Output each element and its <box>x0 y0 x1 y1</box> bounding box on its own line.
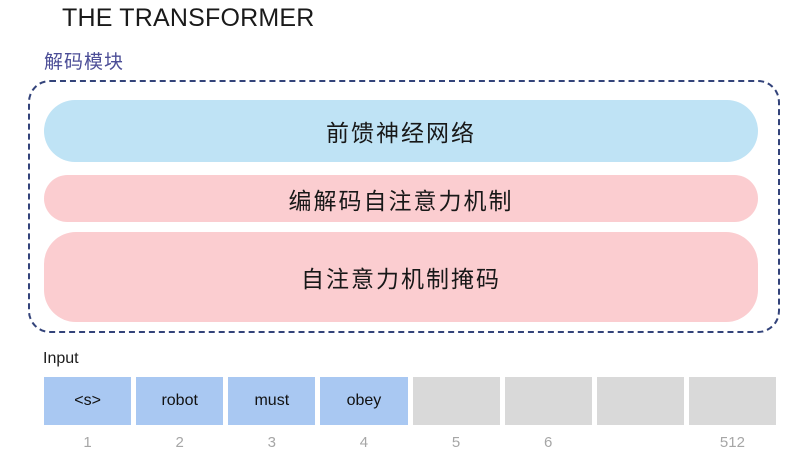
sublayer-feed-forward-neural-network: 前馈神经网络 <box>44 100 758 162</box>
page-title: THE TRANSFORMER <box>62 4 315 32</box>
input-index-label: 2 <box>175 433 184 451</box>
input-index-label: 1 <box>83 433 92 451</box>
input-token-cell-empty <box>688 377 776 425</box>
input-index-label: 4 <box>359 433 369 451</box>
input-token-row: <s> robot must obey <box>44 377 776 425</box>
decoder-block-label: 解码模块 <box>41 50 128 74</box>
input-token-cell-empty <box>596 377 684 425</box>
input-index-label: 6 <box>544 433 553 451</box>
input-index-label <box>597 430 684 454</box>
sublayer-label-feed-forward: 前馈神经网络 <box>326 121 476 147</box>
sublayer-label-encoder-decoder-attention: 编解码自注意力机制 <box>288 188 514 215</box>
input-token-text: <s> <box>74 392 101 409</box>
sublayer-label-masked-self-attention: 自注意力机制掩码 <box>301 267 501 293</box>
decoder-block-group <box>28 80 780 333</box>
input-token-cell: must <box>228 377 316 425</box>
input-token-text: robot <box>161 392 198 409</box>
input-token-text: obey <box>346 392 382 409</box>
input-index-label: 5 <box>451 433 461 451</box>
input-token-cell: obey <box>320 377 408 425</box>
input-index-label: 512 <box>719 433 745 451</box>
sublayer-masked-self-attention: 自注意力机制掩码 <box>44 232 758 322</box>
input-index-row: 1 2 3 4 5 6 512 <box>44 430 776 454</box>
input-token-text: must <box>254 392 290 409</box>
sublayer-encoder-decoder-self-attention: 编解码自注意力机制 <box>44 175 758 222</box>
input-token-cell: <s> <box>44 377 132 425</box>
input-token-cell: robot <box>136 377 224 425</box>
input-token-cell-empty <box>412 377 500 425</box>
input-index-label: 3 <box>267 433 276 451</box>
input-section-label: Input <box>43 350 79 367</box>
input-token-cell-empty <box>504 377 592 425</box>
